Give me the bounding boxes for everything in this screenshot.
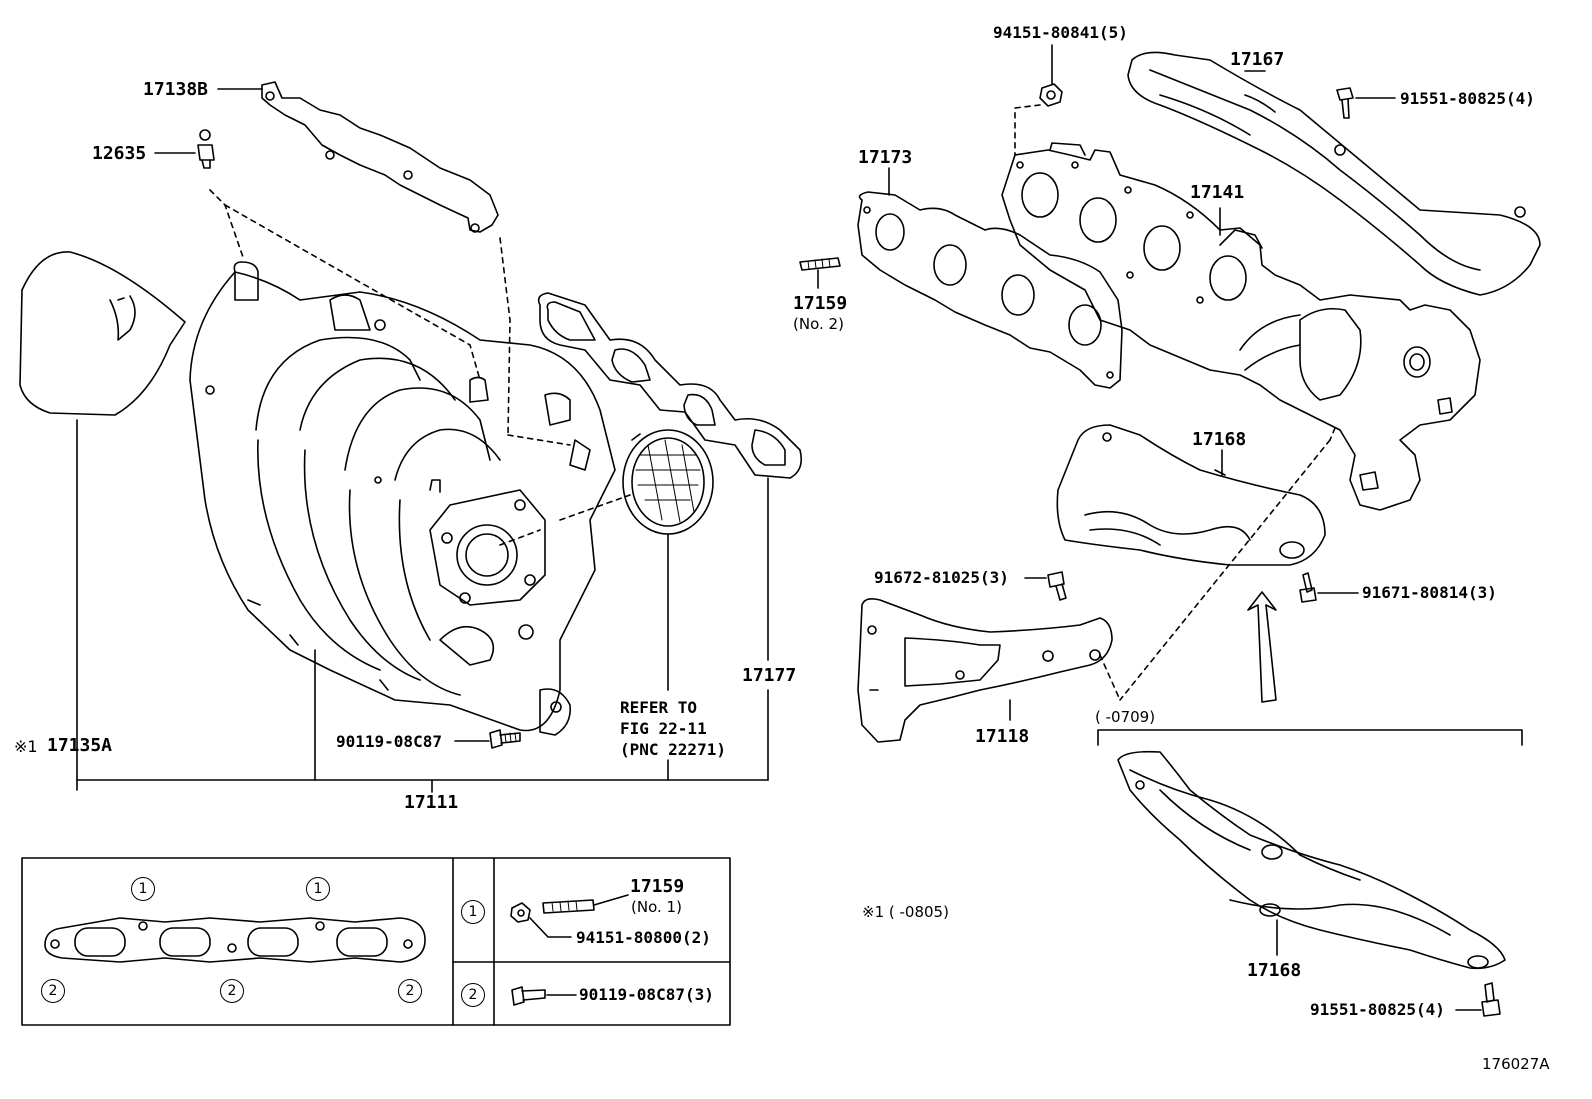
label-17141: 17141 <box>1190 182 1245 203</box>
nut-94151-80841 <box>1039 83 1063 107</box>
bolt-91672 <box>1047 571 1067 601</box>
exhaust-manifold-17141 <box>1001 142 1481 511</box>
figure-code: 176027A <box>1482 1055 1550 1073</box>
direction-arrow <box>1247 591 1277 703</box>
label-17177: 17177 <box>742 665 797 686</box>
legend-box <box>21 857 731 1026</box>
legend-row1-nut: 94151-80800(2) <box>576 928 711 947</box>
label-17173: 17173 <box>858 147 913 168</box>
label-note-0805: ※1 ( -0805) <box>862 903 949 921</box>
label-17111: 17111 <box>404 792 459 813</box>
legend-row1-sub: (No. 1) <box>631 898 682 916</box>
legend-row1-part: 17159 <box>630 876 685 897</box>
bolt-91551-bottom <box>1481 982 1501 1017</box>
label-refer-1: REFER TO <box>620 698 698 717</box>
legend-row-marker-2: 2 <box>461 983 485 1007</box>
legend-marker-1b: 1 <box>306 877 330 901</box>
label-17168-upper: 17168 <box>1192 429 1247 450</box>
legend-marker-2c: 2 <box>398 979 422 1003</box>
throttle-gasket <box>622 429 714 535</box>
label-17138B: 17138B <box>143 79 209 100</box>
bracket-17118 <box>857 598 1113 743</box>
legend-row2-bolt: 90119-08C87(3) <box>579 985 714 1004</box>
label-12635: 12635 <box>92 143 147 164</box>
heat-insulator-17168-lower <box>1117 750 1506 970</box>
label-refer-2: FIG 22-11 <box>620 719 707 738</box>
label-17135A: 17135A <box>47 735 113 756</box>
label-17167: 17167 <box>1230 49 1285 70</box>
label-94151-80841: 94151-80841(5) <box>993 23 1128 42</box>
label-17118: 17118 <box>975 726 1030 747</box>
label-91551-top: 91551-80825(4) <box>1400 89 1535 108</box>
heat-insulator-17168-upper <box>1056 424 1326 566</box>
legend-marker-2a: 2 <box>41 979 65 1003</box>
label-note-mark: ※1 <box>14 737 38 756</box>
label-17168-lower: 17168 <box>1247 960 1302 981</box>
exhaust-gasket-17173 <box>857 191 1123 389</box>
intake-gasket-17177 <box>537 292 803 479</box>
legend-row-marker-1: 1 <box>461 900 485 924</box>
intake-manifold-17111 <box>189 261 616 736</box>
bracket-17138B <box>261 81 499 233</box>
breather-12635 <box>197 129 215 169</box>
label-date-0709: ( -0709) <box>1095 708 1156 726</box>
label-17159-no2: 17159 <box>793 293 848 314</box>
label-refer-3: (PNC 22271) <box>620 740 726 759</box>
label-91671: 91671-80814(3) <box>1362 583 1497 602</box>
heat-insulator-17167 <box>1127 51 1541 296</box>
bolt-90119-main <box>489 729 521 749</box>
bolt-91671 <box>1299 572 1317 603</box>
label-90119-main: 90119-08C87 <box>336 732 442 751</box>
label-no2: (No. 2) <box>793 315 844 333</box>
label-91672: 91672-81025(3) <box>874 568 1009 587</box>
legend-marker-2b: 2 <box>220 979 244 1003</box>
label-91551-bottom: 91551-80825(4) <box>1310 1000 1445 1019</box>
legend-marker-1a: 1 <box>131 877 155 901</box>
stud-17159-no2 <box>799 257 841 271</box>
bolt-91551-top <box>1336 87 1354 119</box>
engine-cover-17135A <box>19 251 186 416</box>
